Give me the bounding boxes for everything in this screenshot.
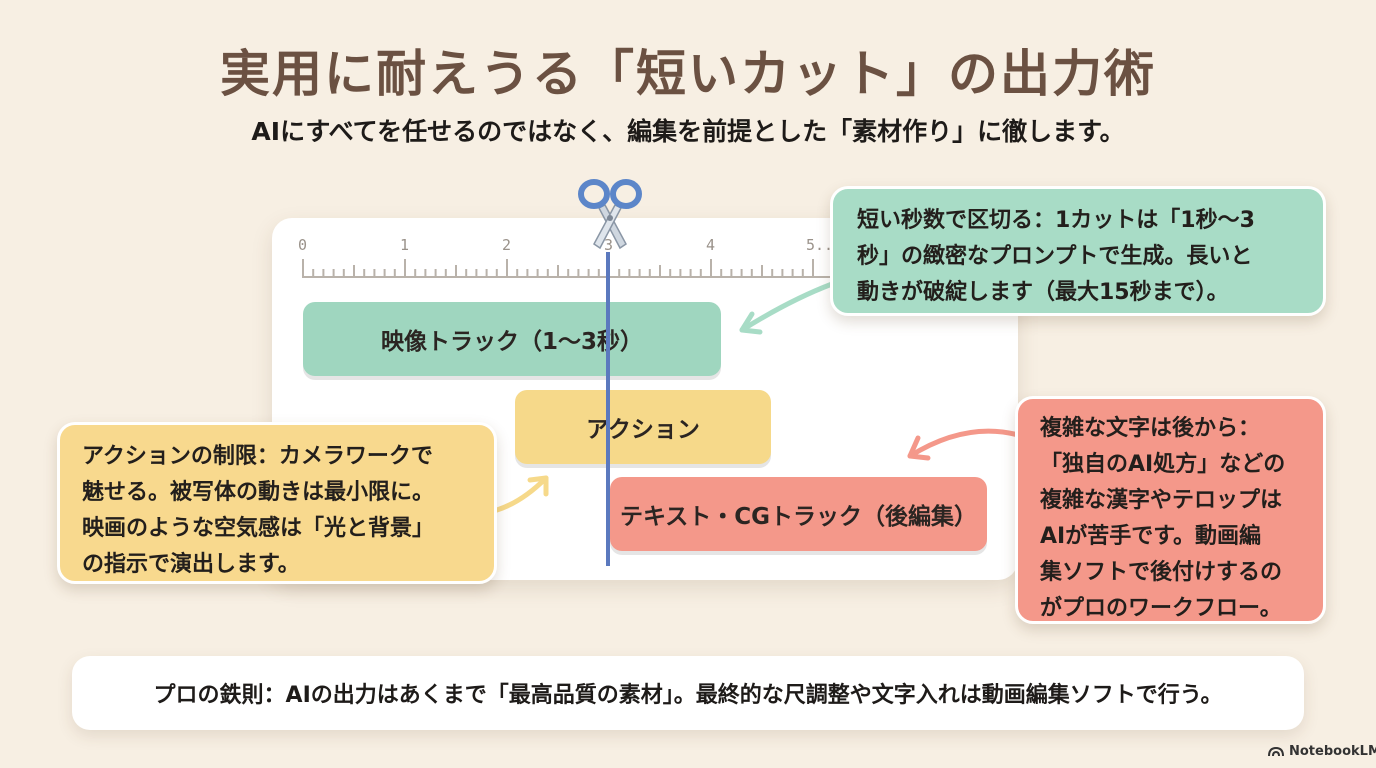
callout-line: がプロのワークフロー。	[1040, 596, 1282, 621]
ruler-label-1: 1	[400, 236, 410, 254]
scissors-icon	[578, 179, 642, 250]
callout-line: 複雑な漢字やテロップは	[1040, 488, 1283, 513]
brand-badge: NotebookLM	[1268, 744, 1376, 759]
callout-line: AIが苦手です。動画編	[1040, 524, 1262, 549]
notebooklm-logo-icon	[1268, 746, 1284, 757]
callout-line: アクションの制限：カメラワークで	[82, 444, 433, 469]
playhead-line	[606, 252, 610, 566]
action-track: アクション	[515, 390, 771, 464]
ruler-label-0: 0	[298, 236, 308, 254]
callout-line: 複雑な文字は後から：	[1040, 416, 1261, 441]
callout-line: 映画のような空気感は「光と背景」	[82, 516, 435, 541]
callout-line: 動きが破綻します（最大15秒まで）。	[857, 280, 1229, 305]
brand-name: NotebookLM	[1289, 744, 1376, 759]
video-track: 映像トラック（1〜3秒）	[303, 302, 721, 376]
callout-text-later: 複雑な文字は後から： 「独自のAI処方」などの 複雑な漢字やテロップは AIが苦…	[1015, 396, 1326, 624]
ruler-label-2: 2	[502, 236, 512, 254]
ruler-label-3: 3	[604, 236, 614, 254]
ruler-label-4: 4	[706, 236, 716, 254]
text-cg-track: テキスト・CGトラック（後編集）	[610, 477, 987, 551]
callout-action-limit: アクションの制限：カメラワークで 魅せる。被写体の動きは最小限に。 映画のような…	[57, 422, 497, 584]
callout-line: 魅せる。被写体の動きは最小限に。	[82, 480, 435, 505]
callout-line: 集ソフトで後付けするの	[1040, 560, 1283, 585]
callout-line: 秒」の緻密なプロンプトで生成。長いと	[857, 244, 1253, 269]
pro-rule-text: プロの鉄則：AIの出力はあくまで「最高品質の素材」。最終的な尺調整や文字入れは動…	[153, 683, 1223, 708]
callout-line: 「独自のAI処方」などの	[1040, 452, 1286, 477]
page-title: 実用に耐えうる「短いカット」の出力術	[220, 45, 1156, 103]
pro-rule-banner: プロの鉄則：AIの出力はあくまで「最高品質の素材」。最終的な尺調整や文字入れは動…	[72, 656, 1304, 730]
callout-line: の指示で演出します。	[82, 552, 300, 577]
callout-short-duration: 短い秒数で区切る：1カットは「1秒〜3 秒」の緻密なプロンプトで生成。長いと 動…	[830, 186, 1326, 316]
page-subtitle: AIにすべてを任せるのではなく、編集を前提とした「素材作り」に徹します。	[251, 117, 1125, 146]
ruler-label-5: 5..	[806, 236, 834, 254]
callout-line: 短い秒数で区切る：1カットは「1秒〜3	[857, 208, 1255, 233]
ruler-line	[302, 276, 862, 278]
